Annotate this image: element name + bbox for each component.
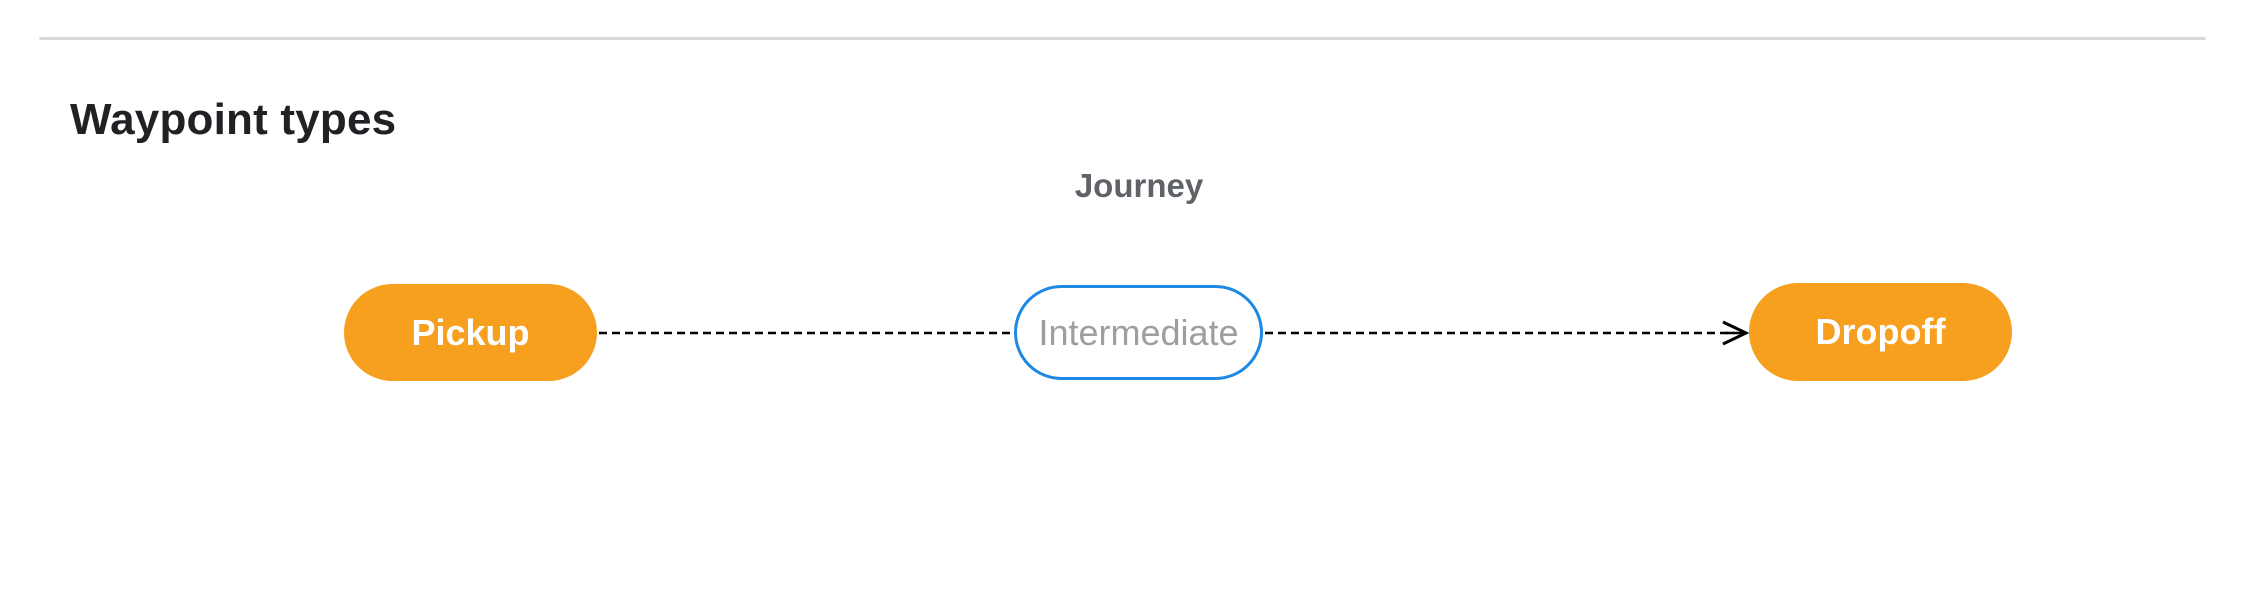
- page-title: Waypoint types: [70, 94, 397, 144]
- pickup-node-label: Pickup: [411, 311, 530, 353]
- pickup-node: Pickup: [344, 284, 597, 381]
- arrow-head-icon: [1722, 320, 1750, 346]
- intermediate-node-label: Intermediate: [1038, 311, 1239, 353]
- top-divider: [39, 37, 2206, 40]
- dropoff-node: Dropoff: [1749, 283, 2012, 381]
- intermediate-node: Intermediate: [1014, 285, 1263, 380]
- journey-label: Journey: [1074, 167, 1204, 204]
- dropoff-node-label: Dropoff: [1815, 311, 1946, 352]
